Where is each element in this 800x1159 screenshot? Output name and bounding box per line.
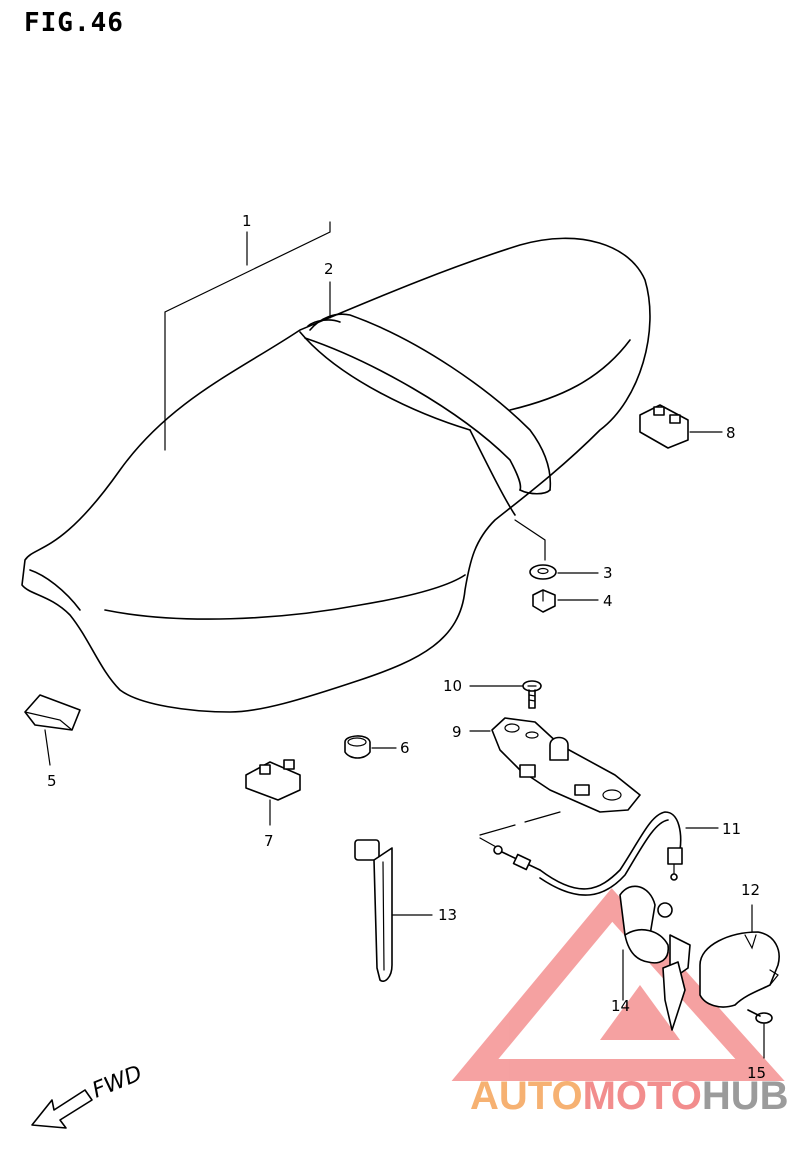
part-nut [532, 589, 599, 613]
callout-3: 3 [603, 564, 613, 582]
part-rubber-5 [24, 694, 81, 766]
part-screw-10 [469, 680, 542, 709]
part-cover-12 [699, 904, 780, 1008]
callout-13: 13 [438, 906, 457, 924]
part-cable-11 [479, 811, 719, 896]
callout-15: 15 [747, 1064, 766, 1082]
watermark-text: AUTOMOTOHUB [470, 1074, 789, 1119]
callout-1: 1 [242, 212, 252, 230]
part-lock-assembly-14 [619, 885, 691, 1031]
callout-11: 11 [722, 820, 741, 838]
watermark-part-1: AUTO [470, 1074, 583, 1118]
part-strap-13 [354, 839, 433, 982]
watermark-logo-triangle [451, 888, 785, 1081]
callout-5: 5 [47, 772, 57, 790]
forward-direction-arrow-icon: FWD [31, 1061, 146, 1129]
watermark-part-2: MOTO [582, 1074, 702, 1118]
watermark-part-3: HUB [701, 1074, 789, 1118]
callout-4: 4 [603, 592, 613, 610]
part-clamp-7 [245, 759, 301, 826]
part-cushion-6 [344, 735, 397, 759]
callout-10: 10 [443, 677, 462, 695]
figure-title: FIG.46 [24, 8, 124, 38]
callout-9: 9 [452, 723, 462, 741]
callout-8: 8 [726, 424, 736, 442]
part-screw-15 [747, 1009, 773, 1059]
callout-12: 12 [741, 881, 760, 899]
part-washer [529, 564, 599, 580]
fwd-label: FWD [89, 1061, 146, 1103]
seat-assembly [21, 237, 651, 713]
part-lock-bracket-9 [469, 717, 641, 836]
callout-2: 2 [324, 260, 334, 278]
leader-lines-1-2 [164, 221, 546, 561]
callout-14: 14 [611, 997, 630, 1015]
part-clip-8 [639, 404, 723, 449]
callout-7: 7 [264, 832, 274, 850]
callout-6: 6 [400, 739, 410, 757]
